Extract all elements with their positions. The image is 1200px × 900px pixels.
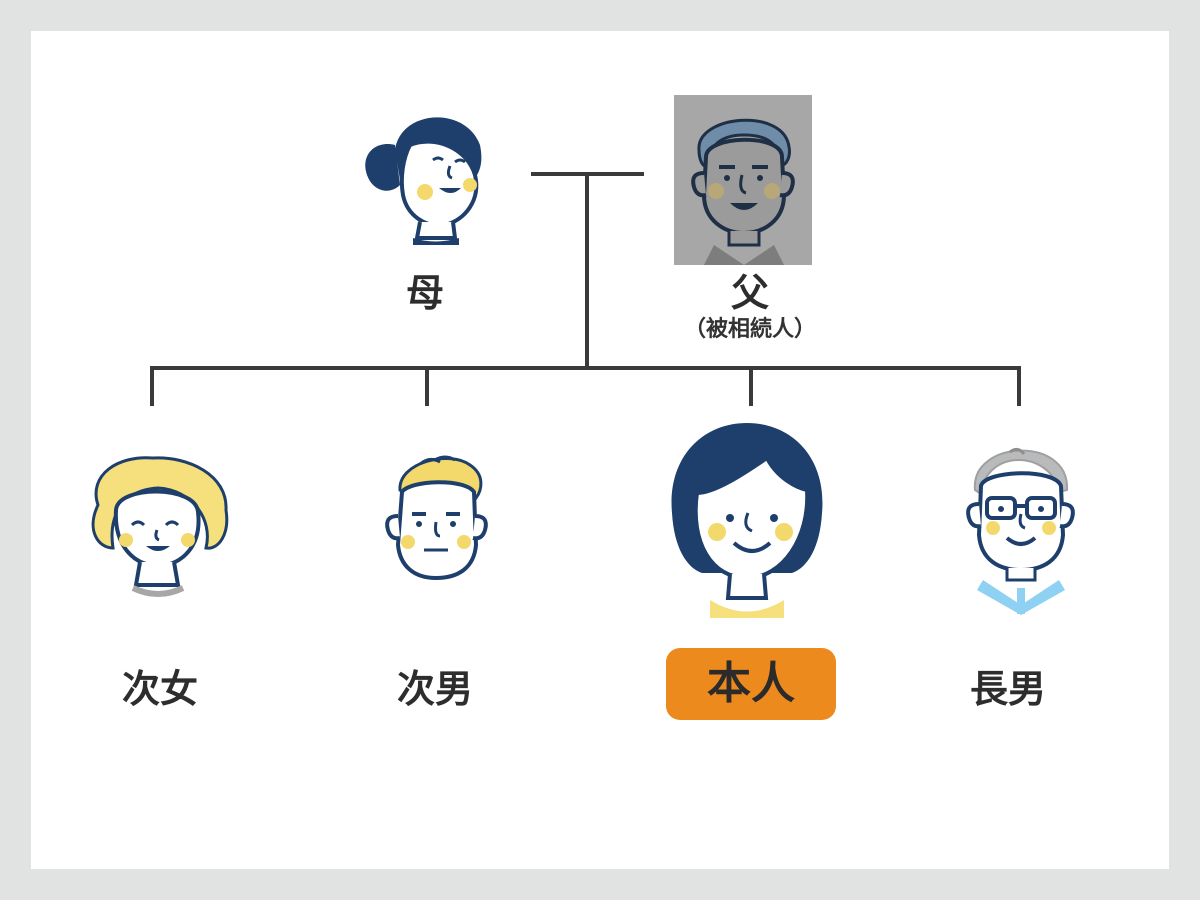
- second-daughter-label: 次女: [121, 667, 198, 711]
- second-son-avatar: [370, 450, 500, 590]
- self-avatar: [662, 418, 832, 618]
- second-son-label: 次男: [396, 667, 473, 711]
- self-label-badge: 本人: [666, 648, 836, 720]
- father-note: （被相続人）: [683, 317, 816, 342]
- second-daughter-avatar: [78, 450, 238, 600]
- diagram-card: [31, 31, 1169, 869]
- mother-label: 母: [405, 271, 444, 315]
- father-avatar: [674, 95, 812, 265]
- eldest-son-avatar: [955, 430, 1085, 615]
- mother-avatar: [355, 100, 495, 245]
- eldest-son-label: 長男: [969, 667, 1046, 711]
- father-label: 父: [730, 271, 769, 315]
